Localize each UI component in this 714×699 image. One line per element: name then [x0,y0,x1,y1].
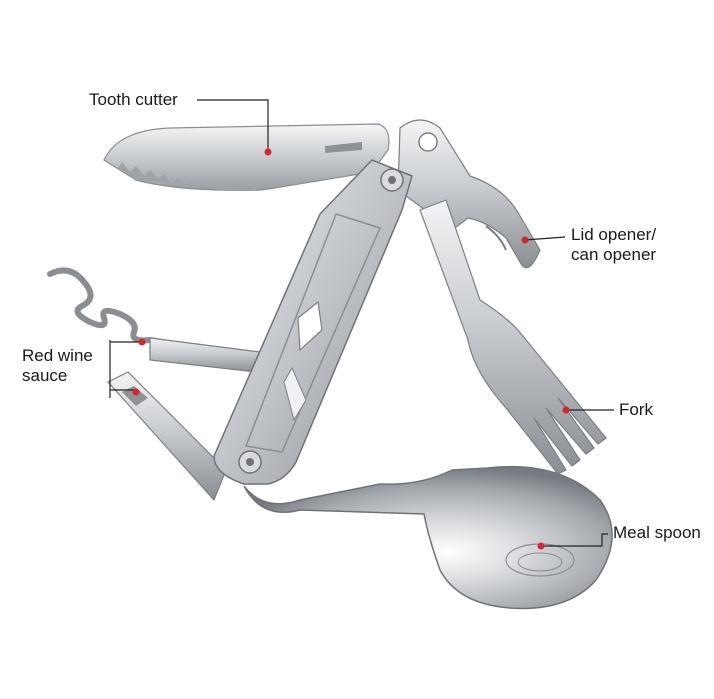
marker-meal-spoon [537,542,545,550]
tool-handle [213,159,413,485]
leader-meal-spoon [541,533,608,547]
callout-markers [132,148,570,550]
leader-lid-opener [524,236,566,241]
label-fork: Fork [619,400,653,420]
lid-can-opener [397,119,541,269]
label-lid-opener-line2: can opener [571,245,657,264]
marker-tooth-cutter [264,148,272,156]
leader-red-wine [109,340,142,398]
label-fork-text: Fork [619,400,653,419]
label-meal-spoon: Meal spoon [613,523,701,543]
bottle-opener-lever [107,371,227,502]
label-lid-opener-line1: Lid opener/ [571,225,657,244]
label-meal-spoon-text: Meal spoon [613,523,701,542]
meal-spoon [243,465,613,610]
marker-red-wine-corkscrew [138,338,146,346]
marker-red-wine-opener [132,388,140,396]
label-tooth-cutter: Tooth cutter [89,90,178,110]
marker-fork [562,406,570,414]
label-red-wine-line1: Red wine [22,346,93,365]
label-tooth-cutter-text: Tooth cutter [89,90,178,109]
label-red-wine-sauce: Red wine sauce [22,346,93,386]
leader-tooth-cutter [197,99,269,150]
fork [419,199,607,475]
tooth-cutter-blade [103,123,390,191]
label-red-wine-line2: sauce [22,366,68,385]
label-lid-opener: Lid opener/ can opener [571,225,656,265]
leader-lines [109,99,614,547]
marker-lid-opener [521,236,529,244]
